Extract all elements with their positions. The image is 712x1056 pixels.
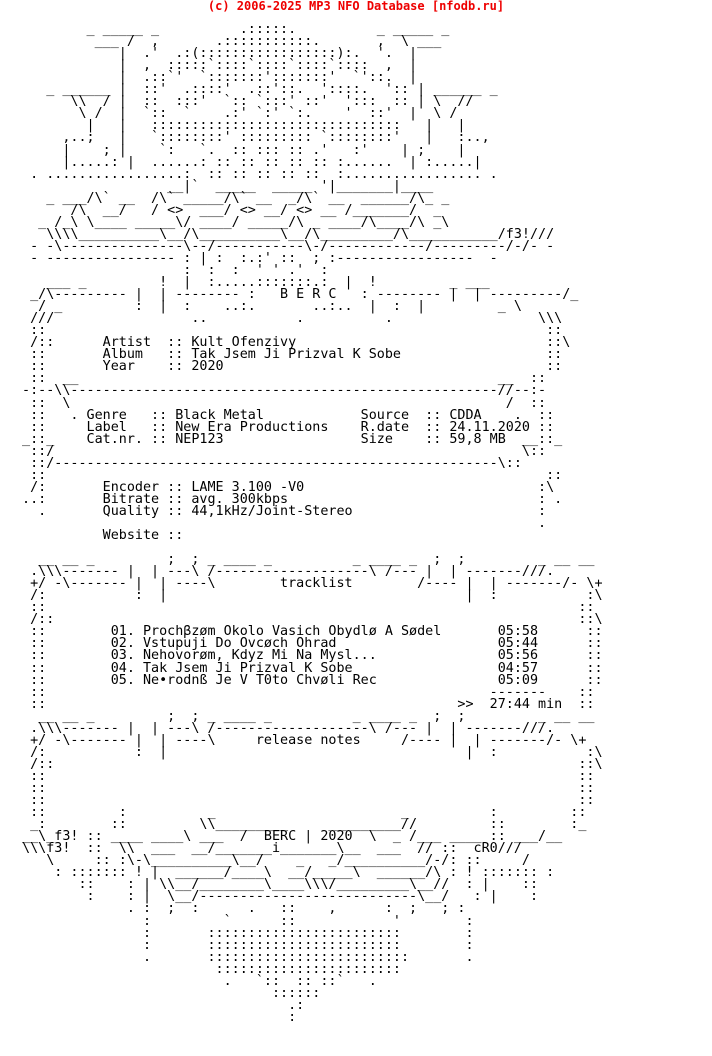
nfo-line: Website :: (14, 528, 184, 544)
nfo-line: __\_f3! :: ____ ____\ ___ / BERC | 2020 … (14, 829, 563, 845)
nfo-line: : ::::::: ! | ______/____\ __/_____\ ___… (14, 865, 555, 881)
nfo-line: \\\\__________\__/\__________\__/\______… (14, 226, 555, 242)
nfo-line: :: 01. Prochβzøm Okolo Vasich Obydlø A S… (14, 624, 603, 640)
nfo-line: __ __ _ ; ; _ ____ _ _ ____ _ ; ; _ __ _… (14, 552, 595, 568)
nfo-line: | ; | `: `. :: ::: :: .' :' | ; | (14, 142, 466, 158)
nfo-line: | | ::::::::::::::::::::::::::::::: | | (14, 118, 466, 134)
nfo-line: :: :: (14, 323, 563, 339)
nfo-line: : :::::::::::::::::::::::: : (14, 925, 474, 941)
nfo-line: /: : | | : :\ (14, 744, 603, 760)
nfo-line: . Quality :: 44,1kHz/Joint-Stereo : (14, 503, 547, 519)
nfo-line: \ / | `:: ` .:' `:' `:. ' ::' | \ / (14, 106, 458, 122)
nfo-line: :: : | \\__/________\____\\\/_________\_… (14, 877, 539, 893)
nfo-line: \\ / | :: :::' `:: `:::' ::' '::: :: | \… (14, 94, 474, 110)
nfo-line: :: 05. Ne•rodnß Je V T0to Chvøli Rec 05:… (14, 672, 603, 688)
nfo-line: ::::::::::::::::::::::: (14, 961, 401, 977)
nfo-line: . ::::::::::::::::::::::::: . (14, 949, 474, 965)
nfo-line: :: Label :: New Era Productions R.date :… (14, 419, 555, 435)
nfo-line: _ ___/\` __ /\` _____/\` __ _/\` __ ____… (14, 190, 450, 206)
nfo-line: :: . Genre :: Black Metal Source :: CDDA… (14, 407, 555, 423)
nfo-line: :: : _ _ : :: (14, 805, 587, 821)
nfo-line: /:: Artist :: Kult Ofenzivy ::\ (14, 335, 571, 351)
nfo-line: _ _____ _ .:::::. _ _____ _ (14, 22, 450, 38)
nfo-line: - -\---------------\--/-----------\-/---… (14, 238, 555, 254)
nfo-line: :::::: (14, 985, 321, 1001)
nfo-line: _::_ Cat.nr. :: NEP123 Size :: 59,8 MB _… (14, 431, 563, 447)
nfo-line: ,..; | `::::::::' ::::::::: `::::::::' |… (14, 130, 490, 146)
nfo-line: _ ______ | ::' .::::' .::'::. '::::. '::… (14, 82, 498, 98)
nfo-line: _: :: \\_________ _________// :: :_ (14, 817, 587, 833)
nfo-line: . `:: :: ::` . (14, 973, 377, 989)
nfo-line: |.....: | ......: :: :: :: :: :: :......… (14, 154, 482, 170)
nfo-line: | .::`' `:::::::':::::::' `'::. | (14, 70, 418, 86)
nfo-line: -:--\\----------------------------------… (14, 383, 547, 399)
nfo-line: _/\--------- | | -------- : B E R C : --… (14, 287, 579, 303)
nfo-line: __|` _____ _____ '|_______|____ (14, 178, 434, 194)
site-banner: (c) 2006-2025 MP3 NFO Database [nfodb.ru… (207, 0, 505, 13)
nfo-ascii-document: _ _____ _ .:::::. _ _____ _ ___ / , .:::… (14, 12, 603, 1025)
nfo-line: :: :: (14, 600, 595, 616)
nfo-line: /// .. . . \\\ (14, 311, 563, 327)
nfo-line: / _ : | : ..:. ..:.. | : | _ \ (14, 299, 522, 315)
nfo-line: ::/-------------------------------------… (14, 455, 522, 471)
nfo-line: :: __ __ :: (14, 371, 547, 387)
nfo-line: :: :: (14, 768, 595, 784)
nfo-line: /:: ::\ (14, 612, 603, 628)
nfo-line: ::/ \:: (14, 443, 547, 459)
nfo-line: __ __ _ ; ; _ ____ _ _ ____ _ ; ; _ __ _… (14, 708, 595, 724)
nfo-line: .\\\------- | | ---\ /------------------… (14, 720, 555, 736)
nfo-line: :: \ / :: (14, 395, 547, 411)
nfo-line: ___ / , .:::::::::::. , \ ___ (14, 34, 442, 50)
nfo-line: . .................: :: :: :: :: :: :...… (14, 166, 498, 182)
nfo-line: : :::::::::::::::::::::::: : (14, 937, 474, 953)
nfo-line: _ /_\ \____ _____\/ ____/ _____/\ _ ____… (14, 214, 450, 230)
nfo-line: :: ------- :: (14, 684, 595, 700)
nfo-line: : : : ' ' .' : (14, 262, 329, 278)
nfo-line: :: 03. Nehovorøm, Kdyz Mi Na Mysl... 05:… (14, 648, 603, 664)
nfo-line: +/ -\------- | | ----\ tracklist /---- |… (14, 576, 603, 592)
nfo-line: /: Encoder :: LAME 3.100 -V0 :\ (14, 479, 555, 495)
nfo-line: :: >> 27:44 min :: (14, 696, 595, 712)
nfo-line: . (14, 515, 547, 531)
nfo-line: | , :::::`::::`::::`::::`:::: , | (14, 58, 418, 74)
nfo-line: - ---------------- : | : :.:' :: ; :----… (14, 250, 498, 266)
nfo-line: .: (14, 997, 305, 1013)
nfo-line: . : ; : . :: , : ; ; : (14, 901, 466, 917)
nfo-line: ___ _ ! | :.....:::::::.: | ! _ ___ (14, 275, 490, 291)
nfo-line: \ :: :\-\__________\__/ _ _/__________/-… (14, 853, 530, 869)
nfo-line: ..: Bitrate :: avg. 300kbps : . (14, 491, 563, 507)
nfo-line: /: : | | : :\ (14, 588, 603, 604)
nfo-line: :: Album :: Tak Jsem Ji Prizval K Sobe :… (14, 347, 563, 363)
nfo-line: :: Year :: 2020 :: (14, 359, 563, 375)
nfo-line: : : | \__/---------------------------\__… (14, 889, 539, 905)
nfo-line: :: 04. Tak Jsem Ji Prizval K Sobe 04:57 … (14, 660, 603, 676)
nfo-line: :: :: (14, 793, 595, 809)
nfo-line: :: :: (14, 467, 563, 483)
nfo-line: /\ __/ / <> ___/ <> __/ <> __ /_______/ … (14, 202, 442, 218)
nfo-line: :: :: (14, 781, 595, 796)
nfo-line: \\\f3! :: \\ ___ __/_______i_______\__ _… (14, 841, 522, 857)
nfo-line: : (14, 1009, 297, 1025)
nfo-line: .\\\------- | | ---\ /------------------… (14, 564, 555, 580)
nfo-line: :: 02. Vstupuji Do Ovcøch Ohrad 05:44 :: (14, 636, 603, 652)
nfo-line: : ` :: ' : (14, 913, 474, 929)
nfo-line: /:: ::\ (14, 756, 603, 772)
nfo-line: +/ -\------- | | ----\ release notes /--… (14, 732, 587, 748)
nfo-line: | .' .:(:::::::::::::::::):. '. | (14, 46, 418, 62)
